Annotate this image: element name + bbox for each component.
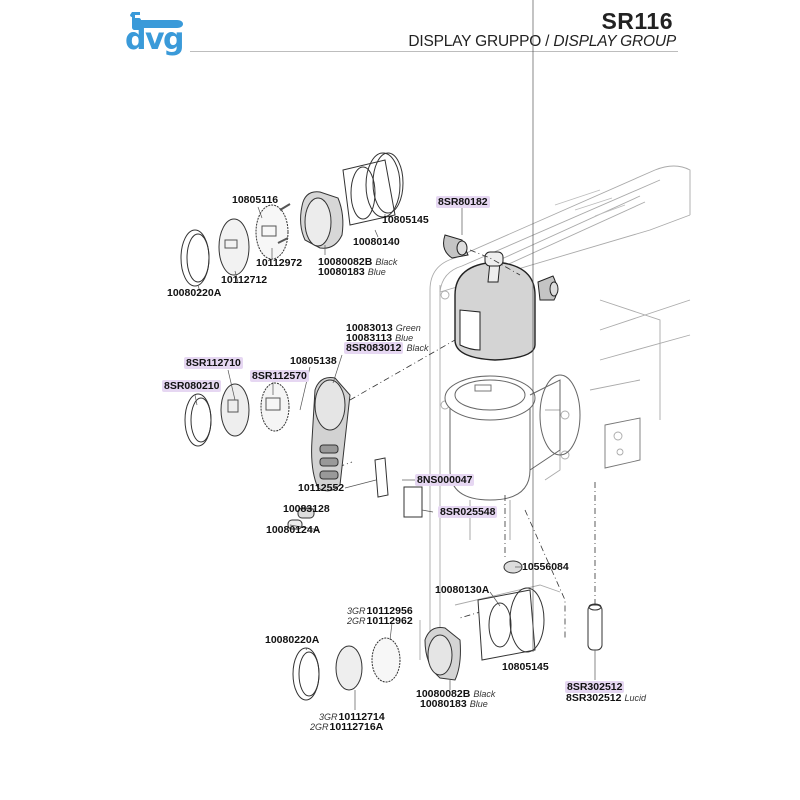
top-circuit-board <box>255 204 289 260</box>
subtitle-italian: DISPLAY GRUPPO / <box>408 33 550 50</box>
part-label[interactable]: 2GR10112962 <box>347 615 413 627</box>
part-label[interactable]: 10080220A <box>265 634 320 646</box>
subtitle-english: DISPLAY GROUP <box>553 33 676 50</box>
leader-lines <box>194 0 596 710</box>
part-label[interactable]: 10080140 <box>353 236 400 248</box>
header-divider <box>190 51 678 52</box>
model-title: SR116 <box>601 8 673 34</box>
bottom-circuit-board <box>371 637 401 683</box>
dvg-logo-icon <box>130 12 183 30</box>
part-label[interactable]: 10112552 <box>298 482 345 494</box>
bottom-display-parts <box>292 560 603 701</box>
part-label[interactable]: 10080124A <box>266 524 321 536</box>
part-label[interactable]: 2GR10112716A <box>310 721 384 733</box>
part-label[interactable]: 10805116 <box>232 194 279 206</box>
button-board <box>374 457 389 498</box>
part-label[interactable]: 10112972 <box>256 257 303 269</box>
button-cap <box>297 507 315 519</box>
part-label[interactable]: 10083128 <box>283 503 330 515</box>
part-label[interactable]: 3GR10112956 <box>347 605 413 617</box>
top-display-glass <box>218 218 250 276</box>
part-label[interactable]: 10556084 <box>522 561 569 573</box>
part-label[interactable]: 8SR112570 <box>250 370 309 382</box>
lucid-tube <box>587 604 603 651</box>
part-label[interactable]: 3GR10112714 <box>319 711 385 723</box>
part-label[interactable]: 8SR80182 <box>436 196 490 208</box>
group-cover <box>454 251 536 361</box>
part-label[interactable]: 8SR025548 <box>438 506 498 518</box>
part-label[interactable]: 10080220A <box>167 287 222 299</box>
part-label[interactable]: 8SR112710 <box>184 357 243 369</box>
part-label[interactable]: 10805138 <box>290 355 337 367</box>
part-label[interactable]: 8SR302512 <box>565 681 625 693</box>
page-subtitle: DISPLAY GRUPPO / DISPLAY GROUP <box>408 33 676 51</box>
logo-text: dvg <box>125 22 185 57</box>
part-label[interactable]: 10805145 <box>502 661 549 673</box>
part-label[interactable]: 8SR080210 <box>162 380 222 392</box>
bottom-display-glass <box>335 645 363 691</box>
part-label[interactable]: 8NS000047 <box>415 474 475 486</box>
mid-circuit-board <box>260 382 290 432</box>
part-label[interactable]: 10112712 <box>221 274 268 286</box>
mid-display-glass <box>220 383 250 437</box>
part-label[interactable]: 10080130A <box>435 584 490 596</box>
top-display-parts <box>180 152 404 287</box>
handle-knobs <box>443 234 559 301</box>
part-label[interactable]: 10805145 <box>382 214 429 226</box>
brew-group <box>444 374 581 540</box>
battery-cover <box>403 486 423 518</box>
middle-display-parts <box>184 377 423 530</box>
